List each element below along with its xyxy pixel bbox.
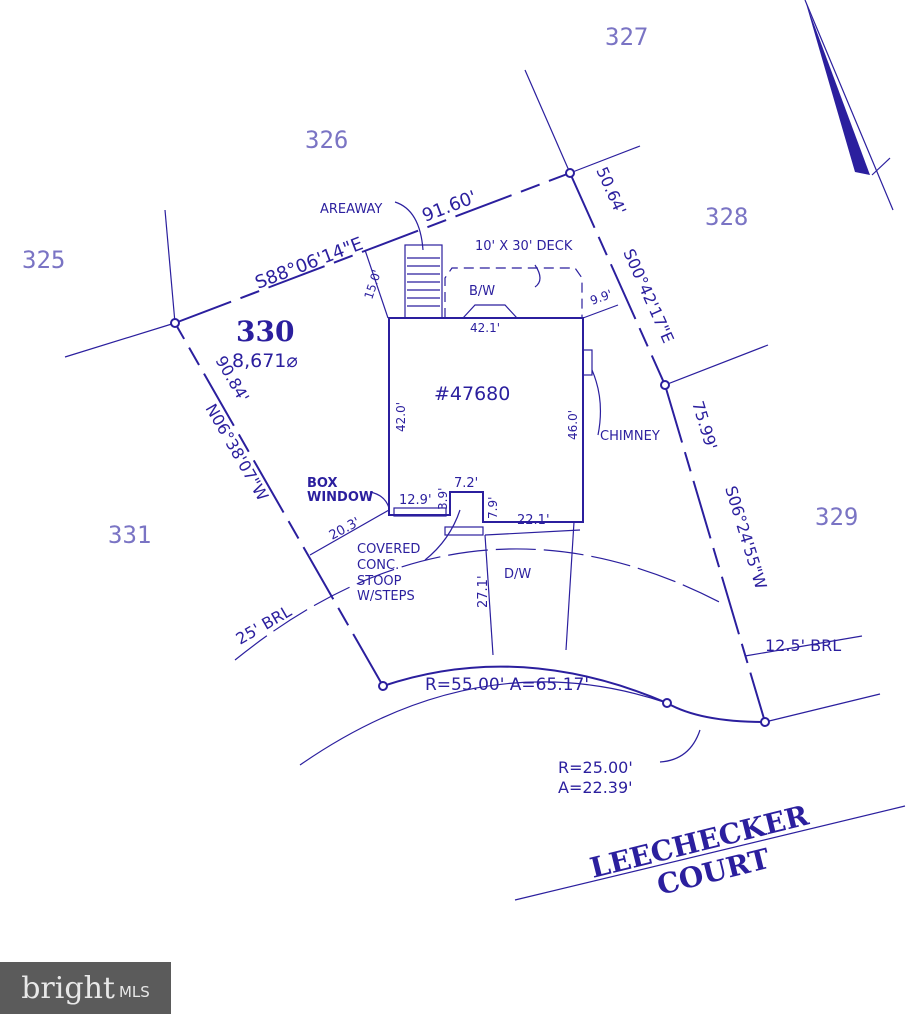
stoop-label-1: COVERED: [357, 542, 420, 557]
house-width: 42.1': [470, 321, 500, 335]
neighbor-lines: [64, 69, 906, 901]
east-upper-length: 50.64': [592, 164, 630, 218]
front-brl-line: [234, 548, 726, 661]
arc-large-label: R=55.00' A=65.17': [425, 675, 589, 695]
front-setback: 27.1': [476, 575, 491, 608]
lot-boundary: [170, 168, 770, 727]
bright-mls-watermark: bright MLS: [0, 962, 171, 1014]
driveway-label: D/W: [504, 567, 531, 582]
watermark-brand: bright: [21, 970, 115, 1006]
deck-label: 10' X 30' DECK: [475, 239, 573, 254]
lot-number: 330: [236, 315, 294, 348]
stoop-width: 7.2': [454, 476, 478, 491]
east-lower-bearing: S06°24'55"W: [721, 484, 770, 592]
box-window-label-2: WINDOW: [307, 490, 373, 505]
chimney-label: CHIMNEY: [600, 429, 660, 444]
side-brl-line: [744, 635, 863, 657]
deck-setback: 9.9': [588, 287, 614, 308]
dimension-leaders: [309, 201, 701, 763]
house-id: #47680: [434, 383, 510, 405]
box-window-label-1: BOX: [307, 476, 338, 491]
lot-area: 8,671⌀: [232, 350, 298, 372]
watermark-suffix: MLS: [118, 983, 150, 1001]
lot-325: 325: [22, 246, 65, 274]
arc-small-arc: A=22.39': [558, 778, 633, 797]
bw-label: B/W: [469, 284, 495, 299]
front-brl-label: 25' BRL: [233, 602, 295, 649]
lot-326: 326: [305, 126, 348, 154]
areaway-shape: [404, 244, 443, 319]
lot-331: 331: [108, 521, 151, 549]
side-setback: 20.3': [327, 515, 363, 544]
chimney-shape: [582, 349, 593, 376]
box-window-width: 12.9': [399, 493, 432, 508]
driveway: [484, 521, 581, 656]
deck-outline: [444, 267, 583, 318]
west-bearing: N06°38'07"W: [202, 401, 273, 505]
stoop-label-4: W/STEPS: [357, 589, 415, 604]
stoop-label-2: CONC.: [357, 558, 399, 573]
north-length: 91.60': [419, 187, 479, 227]
house-left-depth: 42.0': [394, 402, 408, 432]
house-right-depth: 46.0': [566, 410, 580, 440]
side-brl-label: 12.5' BRL: [765, 636, 841, 655]
arc-small-radius: R=25.00': [558, 758, 633, 777]
north-bearing: S88°06'14"E: [252, 233, 366, 293]
areaway-label: AREAWAY: [320, 202, 382, 217]
east-lower-length: 75.99': [688, 399, 721, 453]
front-right: 22.1': [517, 513, 550, 528]
lot-329: 329: [815, 503, 858, 531]
house-footprint: [388, 244, 593, 536]
north-arrow-icon: [804, 0, 894, 211]
east-upper-bearing: S00°42'17"E: [619, 246, 677, 346]
stoop-label-3: STOOP: [357, 574, 402, 589]
lot-328: 328: [705, 203, 748, 231]
stoop-offset: 7.9': [486, 497, 500, 519]
stoop-depth: 3.9': [436, 488, 450, 510]
lot-327: 327: [605, 23, 648, 51]
